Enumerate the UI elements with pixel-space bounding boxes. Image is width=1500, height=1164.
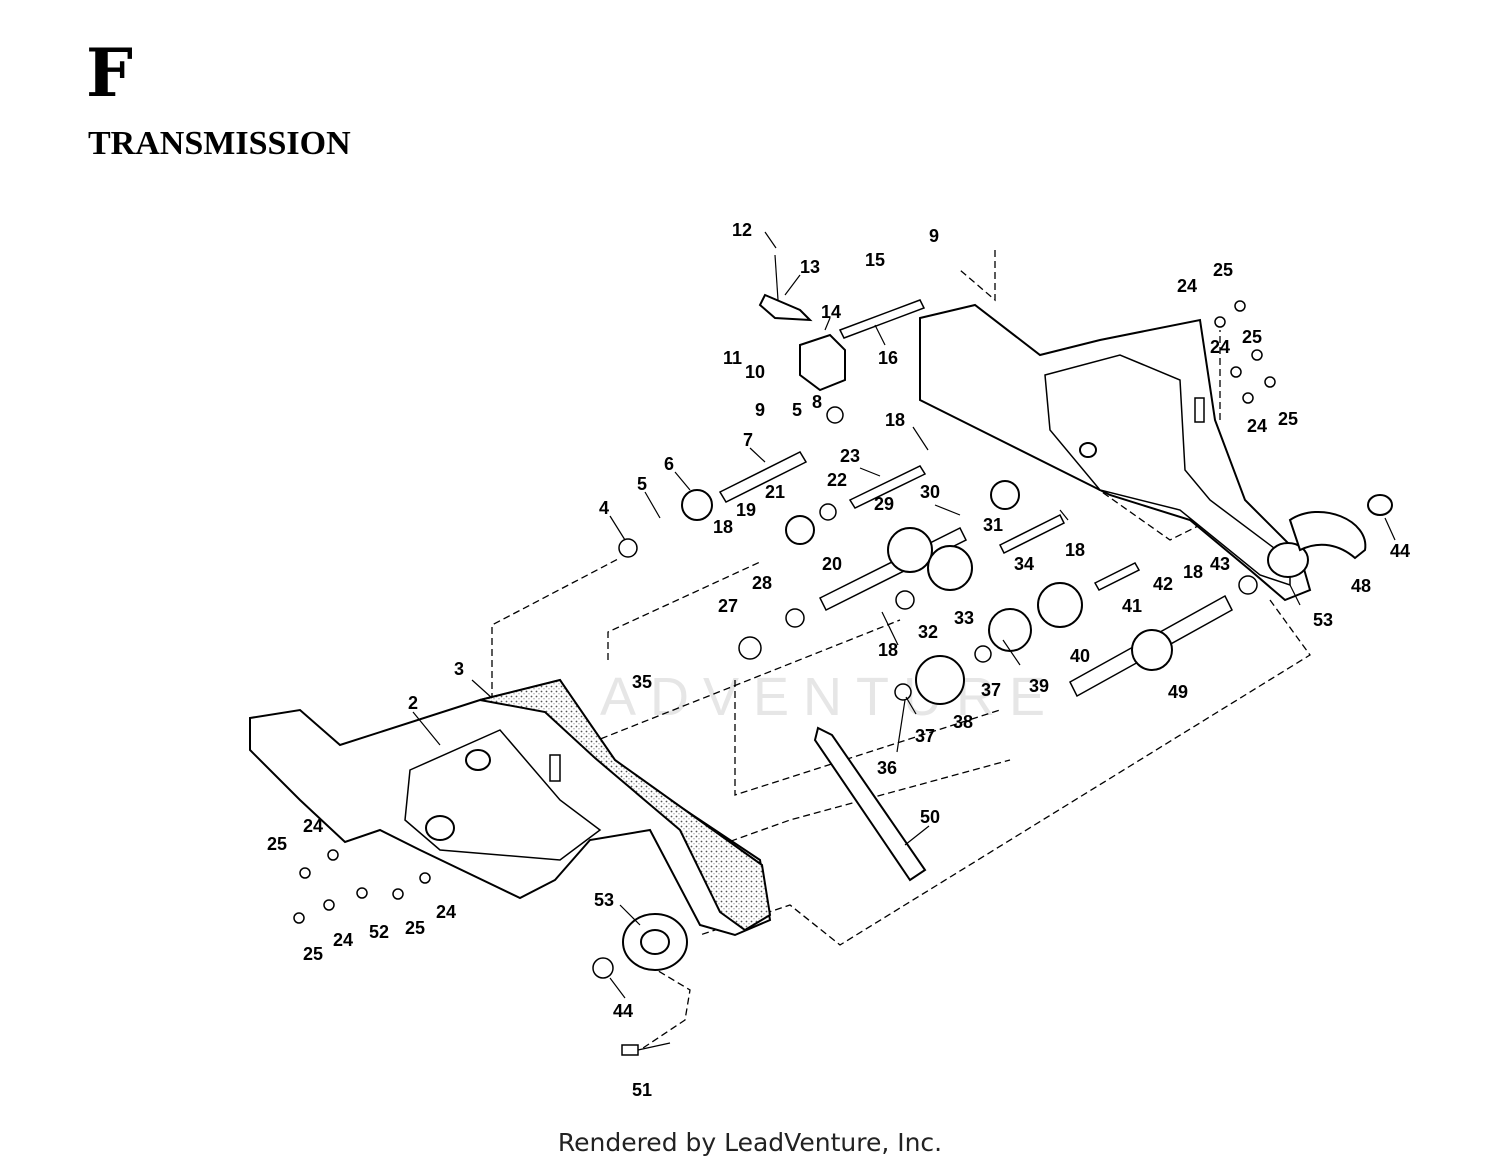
callout-4: 4 xyxy=(599,498,609,518)
callout-52: 52 xyxy=(369,922,389,942)
callout-16: 16 xyxy=(878,348,898,368)
callout-2: 2 xyxy=(408,693,418,713)
callout-37-upper: 37 xyxy=(981,680,1001,700)
callout-35: 35 xyxy=(632,672,652,692)
section-title: TRANSMISSION xyxy=(88,125,351,162)
callout-44-left: 44 xyxy=(613,1001,633,1021)
callout-44-right: 44 xyxy=(1390,541,1410,561)
callout-24-left-low: 24 xyxy=(333,930,353,950)
callout-6: 6 xyxy=(664,454,674,474)
callout-32: 32 xyxy=(918,622,938,642)
callout-36: 36 xyxy=(877,758,897,778)
callout-9-left: 9 xyxy=(755,400,765,420)
callout-18-right: 18 xyxy=(1065,540,1085,560)
callout-25-left-mid: 25 xyxy=(405,918,425,938)
callout-3: 3 xyxy=(454,659,464,679)
fasteners xyxy=(293,300,1276,924)
callout-25-low-right: 25 xyxy=(1278,409,1298,429)
callout-24-top-right: 24 xyxy=(1177,276,1197,296)
callout-25-left-low: 25 xyxy=(303,944,323,964)
callout-23: 23 xyxy=(840,446,860,466)
section-letter: F xyxy=(86,34,133,112)
callout-18-top: 18 xyxy=(885,410,905,430)
callout-30: 30 xyxy=(920,482,940,502)
callout-20: 20 xyxy=(822,554,842,574)
callout-43: 43 xyxy=(1210,554,1230,574)
callout-7: 7 xyxy=(743,430,753,450)
callout-22: 22 xyxy=(827,470,847,490)
callout-24-low-right: 24 xyxy=(1247,416,1267,436)
callout-27: 27 xyxy=(718,596,738,616)
callout-24-mid-right: 24 xyxy=(1210,337,1230,357)
callout-5-lower: 5 xyxy=(637,474,647,494)
drive-chain xyxy=(813,726,927,882)
gears-and-sprockets xyxy=(592,406,1258,979)
callout-39: 39 xyxy=(1029,676,1049,696)
callout-28: 28 xyxy=(752,573,772,593)
callout-25-top-right: 25 xyxy=(1213,260,1233,280)
callout-leaders xyxy=(412,231,1396,999)
callout-18-mid: 18 xyxy=(878,640,898,660)
callout-29: 29 xyxy=(874,494,894,514)
callout-48: 48 xyxy=(1351,576,1371,596)
callout-12: 12 xyxy=(732,220,752,240)
callout-19: 19 xyxy=(736,500,756,520)
callout-41: 41 xyxy=(1122,596,1142,616)
callout-25-mid-right: 25 xyxy=(1242,327,1262,347)
bolt xyxy=(621,1042,671,1056)
callout-8: 8 xyxy=(812,392,822,412)
callout-18-far-right: 18 xyxy=(1183,562,1203,582)
callout-10: 10 xyxy=(745,362,765,382)
watermark-text: ADVENTURE xyxy=(600,667,1059,727)
callout-5-upper: 5 xyxy=(792,400,802,420)
callout-34: 34 xyxy=(1014,554,1034,574)
callout-50: 50 xyxy=(920,807,940,827)
footer-credit: Rendered by LeadVenture, Inc. xyxy=(557,1128,943,1157)
callout-24-left-mid: 24 xyxy=(436,902,456,922)
callout-24-left-top: 24 xyxy=(303,816,323,836)
shift-bracket xyxy=(758,293,846,392)
callout-numbers: 12 13 14 15 9 16 11 10 9 5 8 18 7 23 6 5… xyxy=(267,220,1410,1100)
callout-18-left: 18 xyxy=(713,517,733,537)
callout-53-left: 53 xyxy=(594,890,614,910)
callout-14: 14 xyxy=(821,302,841,322)
callout-31: 31 xyxy=(983,515,1003,535)
right-housing-half xyxy=(919,303,1393,602)
callout-53-right: 53 xyxy=(1313,610,1333,630)
left-housing-half xyxy=(249,678,772,971)
callout-42: 42 xyxy=(1153,574,1173,594)
callout-51: 51 xyxy=(632,1080,652,1100)
callout-49: 49 xyxy=(1168,682,1188,702)
callout-40: 40 xyxy=(1070,646,1090,666)
callout-37-lower: 37 xyxy=(915,726,935,746)
callout-11: 11 xyxy=(723,348,742,368)
callout-13: 13 xyxy=(800,257,820,277)
callout-21: 21 xyxy=(765,482,785,502)
callout-25-left-top: 25 xyxy=(267,834,287,854)
callout-9-top: 9 xyxy=(929,226,939,246)
callout-15: 15 xyxy=(865,250,885,270)
callout-33: 33 xyxy=(954,608,974,628)
callout-38: 38 xyxy=(953,712,973,732)
